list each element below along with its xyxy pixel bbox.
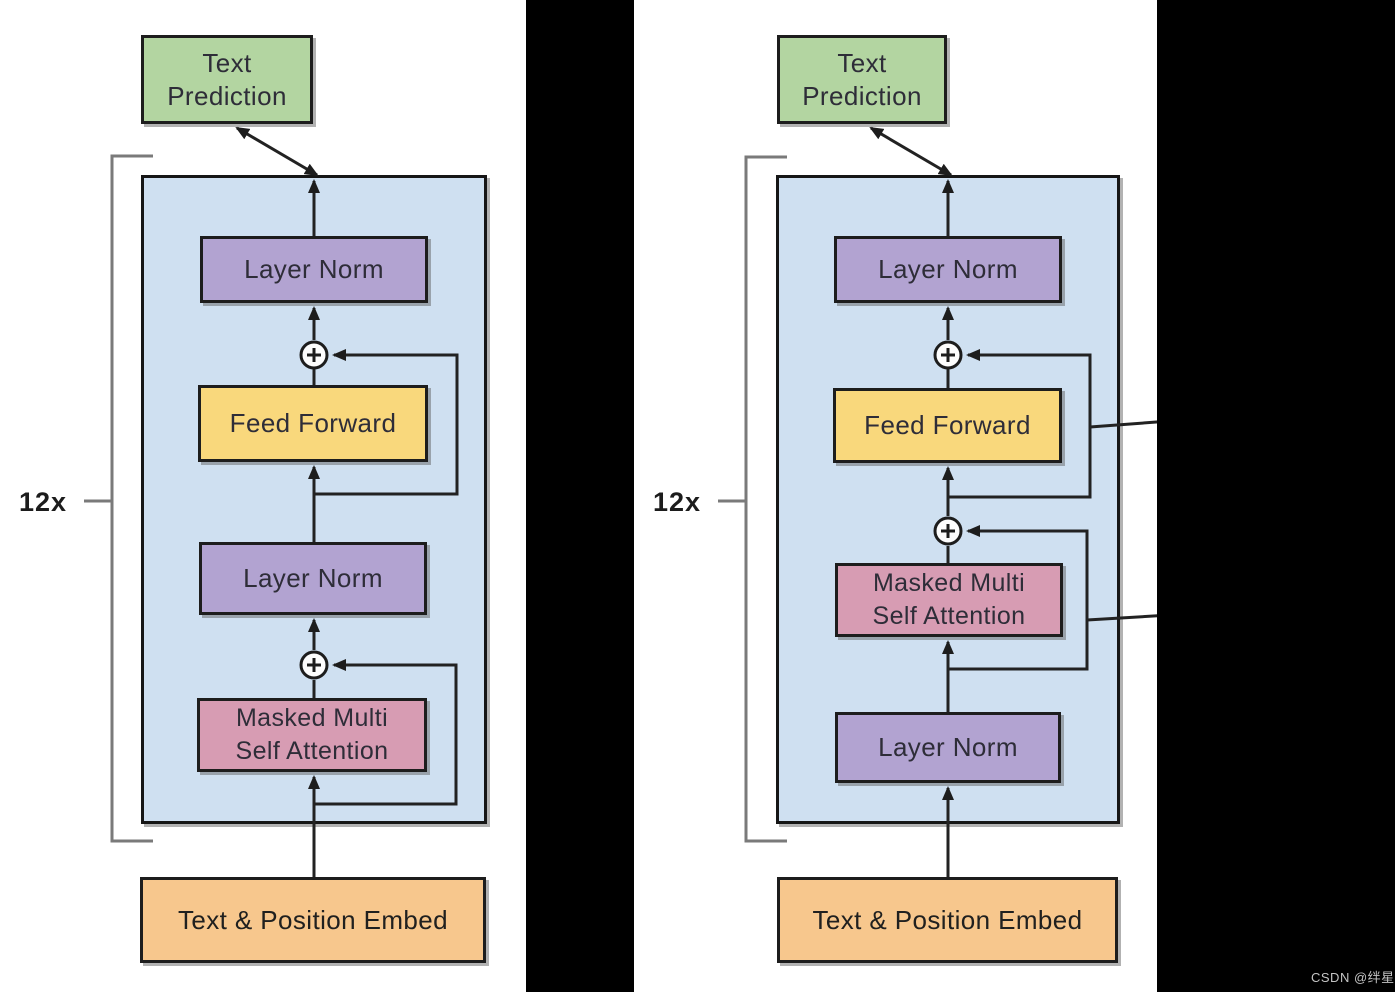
left-embed-box: Text & Position Embed: [140, 877, 486, 963]
left-layer-norm-top-box: Layer Norm: [200, 236, 428, 303]
right-repeat-count-label: 12x: [652, 487, 702, 517]
right-layer-norm-bottom-box: Layer Norm: [835, 712, 1061, 783]
left-repeat-count-label: 12x: [18, 487, 68, 517]
left-feed-forward-box: Feed Forward: [198, 385, 428, 462]
watermark-text: CSDN @绊星: [1311, 970, 1395, 985]
right-feed-forward-box: Feed Forward: [833, 388, 1062, 463]
right-embed-box: Text & Position Embed: [777, 877, 1118, 963]
right-layer-norm-top-box: Layer Norm: [834, 236, 1062, 303]
left-masked-attention-box: Masked Multi Self Attention: [197, 698, 427, 772]
right-text-prediction-box: Text Prediction: [777, 35, 947, 124]
left-layer-norm-bottom-box: Layer Norm: [199, 542, 427, 615]
right-masked-attention-box: Masked Multi Self Attention: [835, 563, 1063, 637]
left-arrow-block-to-prediction: [235, 126, 319, 177]
left-text-prediction-box: Text Prediction: [141, 35, 313, 124]
black-mask-middle-bar: [526, 0, 634, 992]
black-mask-right-bar: [1157, 0, 1395, 992]
right-arrow-block-to-prediction: [869, 126, 953, 177]
